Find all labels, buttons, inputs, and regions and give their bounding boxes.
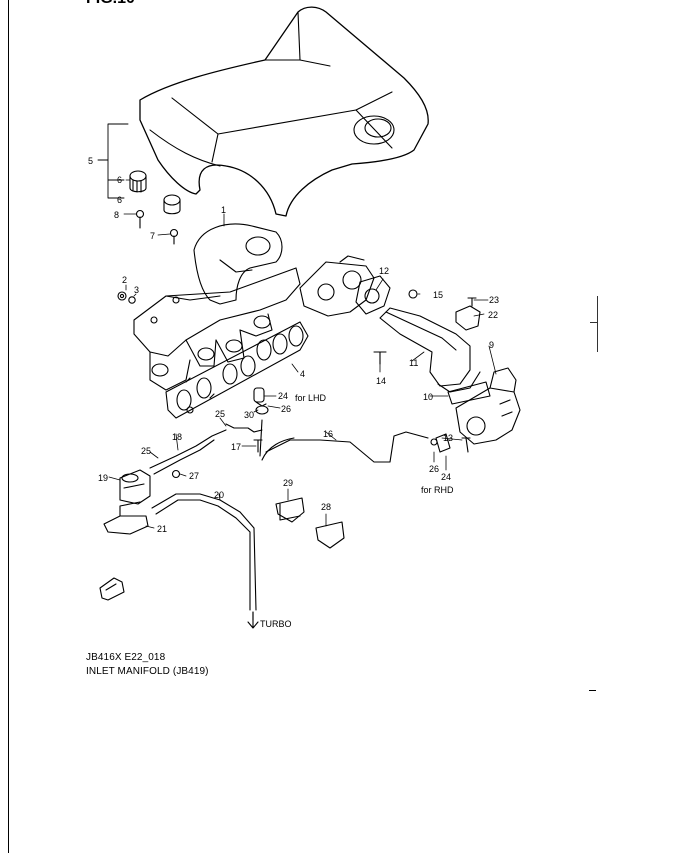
callout-6a: 6 [117,175,122,185]
callout-14: 14 [376,376,386,386]
egr-pipe [379,307,481,393]
figure-caption: INLET MANIFOLD (JB419) [86,666,209,677]
callout-15: 15 [433,290,443,300]
callout-18: 18 [172,432,182,442]
figure-title: FIG.10 [86,0,135,8]
callout-27: 27 [189,471,199,481]
callout-10: 10 [423,392,433,402]
hose-20 [151,493,257,621]
bolt-7 [169,228,179,245]
figure-code: JB416X E22_018 [86,652,166,663]
left-frame-line [8,0,9,853]
callout-17: 17 [231,442,241,452]
vacuum-valve-19 [119,469,151,505]
front-arrow-icon [99,577,125,601]
cover-bushing-upper [129,170,147,193]
callout-6b: 6 [117,195,122,205]
manifold-gasket [165,321,309,419]
callout-25-upper: 25 [215,409,225,419]
bolt-23 [467,297,477,307]
note-turbo: TURBO [260,619,292,629]
connector-17 [253,439,263,453]
bolt-13 [461,437,471,453]
callout-16: 16 [323,429,333,439]
clip-27 [171,469,181,479]
turbo-arrow [247,611,259,629]
hose-25-upper [225,423,263,433]
callout-29: 29 [283,478,293,488]
callout-20: 20 [214,490,224,500]
callout-24-rhd: 24 [441,472,451,482]
margin-dash [589,690,596,691]
gasket-10 [447,381,491,405]
inlet-manifold [133,223,301,391]
engine-cover [139,6,429,217]
callout-19: 19 [98,473,108,483]
egr-housing [299,255,375,317]
callout-25-lower: 25 [141,446,151,456]
callout-26-rhd: 26 [429,464,439,474]
bolt-8 [135,209,145,229]
leader-lines [108,179,497,529]
clip-26-lhd [255,405,269,415]
nut-15 [408,289,418,299]
callout-9: 9 [489,340,494,350]
callout-12: 12 [379,266,389,276]
gasket-12 [355,275,391,315]
callout-5: 5 [88,156,93,166]
note-for-rhd: for RHD [421,485,454,495]
note-for-lhd: for LHD [295,393,327,403]
sensor-24-lhd [253,387,267,407]
egr-valve [455,367,521,445]
callout-21: 21 [157,524,167,534]
vacuum-hose-16 [259,419,429,463]
callout-4: 4 [300,369,305,379]
callout-3: 3 [134,285,139,295]
callout-28: 28 [321,502,331,512]
callout-2: 2 [122,275,127,285]
callout-24-lhd: 24 [278,391,288,401]
callout-8: 8 [114,210,119,220]
callout-13: 13 [443,433,453,443]
sensor-24-rhd [430,433,451,453]
bolt-14 [373,351,387,365]
bracket-21 [103,501,149,535]
callout-22: 22 [488,310,498,320]
hose-18 [149,429,227,475]
callout-11: 11 [409,358,418,368]
clamp-29 [275,497,305,523]
cover-bushing-lower [163,194,181,215]
clamp-28 [315,521,345,549]
callout-23: 23 [489,295,499,305]
washer-3 [128,296,136,304]
margin-marker [597,296,598,352]
sensor-22 [455,305,481,331]
callout-1: 1 [221,205,226,215]
margin-marker-tick [590,322,598,323]
nut-2 [117,291,127,301]
callout-26-lhd: 26 [281,404,291,414]
callout-7: 7 [150,231,155,241]
callout-30: 30 [244,410,254,420]
